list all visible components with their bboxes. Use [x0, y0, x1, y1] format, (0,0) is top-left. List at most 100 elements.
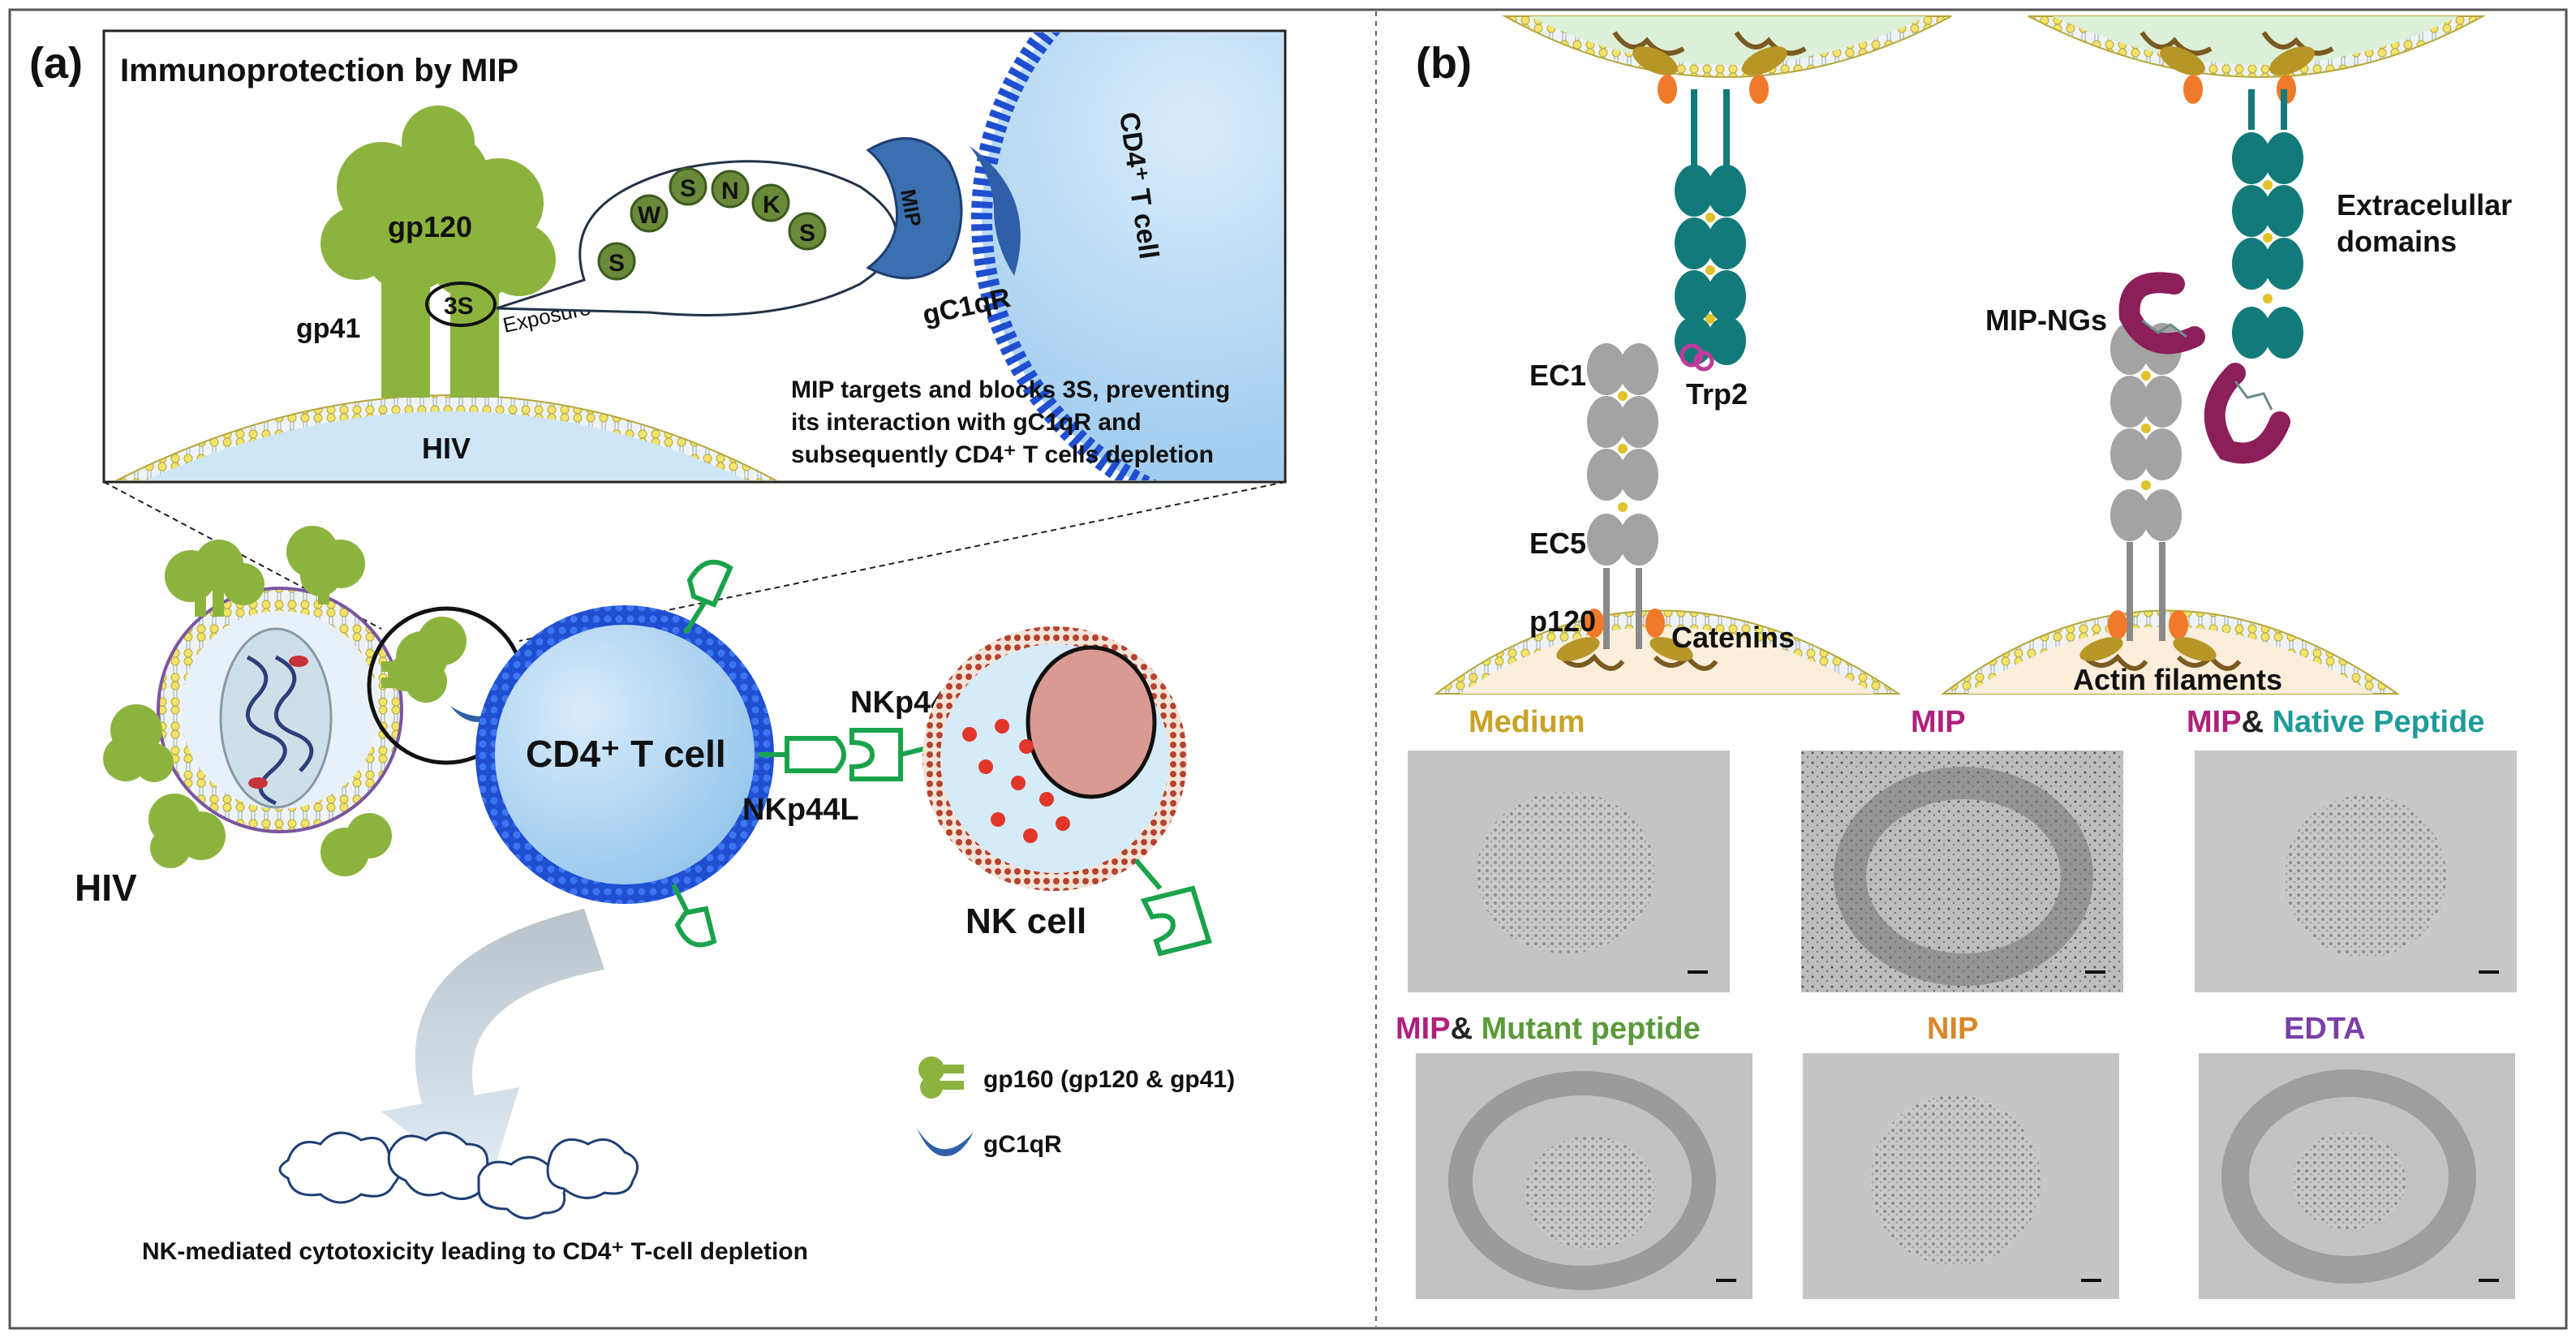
- label-part: EDTA: [2284, 1012, 2366, 1046]
- peptide-letter: W: [638, 202, 661, 229]
- hiv-label: HIV: [75, 867, 137, 909]
- catenins-label: Catenins: [1671, 621, 1795, 654]
- inset-caption-line: MIP targets and blocks 3S, preventing: [791, 376, 1230, 403]
- label-part: MIP: [2187, 705, 2242, 739]
- panel-a: (a) Immunoprotection by MIP gp120 g: [29, 29, 1287, 1265]
- label-part: &: [1451, 1012, 1482, 1046]
- panel-b-label: (b): [1416, 39, 1472, 88]
- mip-ng-hooks: [2118, 272, 2290, 464]
- inset-peptide-bubble: [496, 160, 898, 316]
- micrograph-label: Medium: [1469, 705, 1585, 739]
- nkp44l-ligands: [671, 559, 846, 948]
- ec1-label: EC1: [1529, 359, 1586, 392]
- nk-cell: [922, 626, 1187, 891]
- peptide-bead: [711, 170, 750, 209]
- inset-caption-line: subsequently CD4⁺ T cells depletion: [791, 441, 1214, 468]
- hiv-gp160-spikes: [103, 526, 467, 876]
- ec5-label: EC5: [1529, 527, 1586, 560]
- label-part: Medium: [1469, 705, 1585, 739]
- extracellular-label: Extracelullar: [2337, 188, 2512, 222]
- inset-caption: MIP targets and blocks 3S, preventing it…: [791, 376, 1230, 468]
- top-cell-left: [1502, 15, 1952, 78]
- inset-box: Immunoprotection by MIP gp120 gp41 3S Ex…: [102, 29, 1287, 484]
- trp2-label: Trp2: [1686, 377, 1748, 411]
- nkp44-receptor: [849, 728, 934, 781]
- cd4-t-cell: CD4⁺ T cell: [475, 605, 774, 904]
- inset-gp41-stalk-left: [381, 276, 430, 398]
- micrograph-edta: [2199, 1053, 2515, 1299]
- inset-cd4-cell: [971, 32, 1284, 480]
- top-cell-right: [2028, 15, 2486, 78]
- p120-label: p120: [1529, 604, 1596, 638]
- teal-cadherin-left: [1675, 89, 1746, 372]
- micrograph-label: NIP: [1927, 1012, 1978, 1046]
- zoom-line-left: [103, 481, 382, 630]
- mip-ng-tethers: [2141, 319, 2273, 411]
- teal-cadherin-right: [2232, 89, 2303, 359]
- peptide-bead: [751, 183, 790, 222]
- figure-border: [8, 8, 2568, 1330]
- peptide-bead: [669, 167, 707, 206]
- gc1qr-icon: [917, 1128, 974, 1156]
- label-part: MIP: [1911, 705, 1966, 739]
- label-part: Native Peptide: [2273, 705, 2485, 739]
- peptide-bead: [597, 242, 636, 281]
- peptide-letter: K: [763, 191, 781, 218]
- micrograph-label: MIP& Native Peptide: [2187, 705, 2484, 739]
- zoom-line-right: [518, 481, 1286, 642]
- panel-a-label: (a): [29, 39, 83, 88]
- bottom-caption: NK-mediated cytotoxicity leading to CD4⁺…: [142, 1238, 808, 1265]
- gp160-icon: [918, 1056, 964, 1099]
- micrograph-mip-mutant: [1416, 1053, 1752, 1299]
- legend-label: gp160 (gp120 & gp41): [983, 1066, 1235, 1093]
- panel-b: (b): [1396, 15, 2517, 1299]
- micrograph-label: MIP: [1911, 705, 1966, 739]
- nk-granules: [962, 719, 1070, 843]
- inset-gc1qr-icon: [970, 146, 1021, 276]
- inset-gp120-label: gp120: [388, 210, 472, 243]
- peptide-letter: S: [609, 250, 625, 277]
- micrograph-mip: [1801, 751, 2123, 992]
- peptide-letter: N: [721, 178, 739, 204]
- nkp44l-label: NKp44L: [742, 793, 859, 827]
- inset-3s-ring: [425, 282, 497, 327]
- nk-cell-label: NK cell: [965, 901, 1086, 941]
- hiv-virion: [103, 526, 467, 876]
- inset-peptide-beads: S W S N K S: [597, 167, 827, 281]
- inset-title: Immunoprotection by MIP: [120, 53, 518, 88]
- label-part: Mutant peptide: [1482, 1012, 1701, 1046]
- peptide-bead: [630, 194, 669, 233]
- legend-label: gC1qR: [983, 1131, 1062, 1158]
- micrograph-medium: [1408, 751, 1730, 992]
- legend: gp160 (gp120 & gp41) gC1qR: [917, 1056, 1235, 1158]
- inset-3s-label: 3S: [444, 293, 474, 320]
- label-part: &: [2242, 705, 2273, 739]
- gc1qr-on-cell: [450, 698, 519, 722]
- label-part: MIP: [1396, 1012, 1451, 1046]
- micrograph-mip-native: [2195, 751, 2517, 992]
- inset-mip-icon: [866, 137, 963, 280]
- mip-ngs-label: MIP-NGs: [1985, 303, 2107, 337]
- peptide-letter: S: [680, 175, 696, 202]
- cell-debris: [278, 1131, 639, 1220]
- inset-hiv-label: HIV: [422, 432, 471, 465]
- actin-label: Actin filaments: [2073, 663, 2282, 696]
- depletion-arrow: [381, 909, 604, 1193]
- micrograph-grid: Medium MIP MIP& Native Peptide MIP& Muta…: [1396, 705, 2517, 1299]
- inset-caption-line: its interaction with gC1qR and: [791, 409, 1142, 436]
- nk-cell-nucleus: [1026, 645, 1157, 799]
- micrograph-label: MIP& Mutant peptide: [1396, 1012, 1701, 1046]
- bottom-cell-right: [1941, 609, 2401, 695]
- cd4-t-cell-label: CD4⁺ T cell: [526, 733, 726, 775]
- top-catenins: [1612, 31, 2334, 104]
- extracellular-label: domains: [2337, 225, 2457, 258]
- micrograph-label: EDTA: [2284, 1012, 2366, 1046]
- grey-cadherin-left: [1556, 343, 1718, 671]
- peptide-letter: S: [799, 220, 815, 247]
- nk-receptor-bottom: [1133, 858, 1212, 957]
- peptide-bead: [788, 212, 827, 251]
- micrograph-nip: [1803, 1053, 2119, 1299]
- inset-gp41-label: gp41: [296, 313, 360, 344]
- label-part: NIP: [1927, 1012, 1978, 1046]
